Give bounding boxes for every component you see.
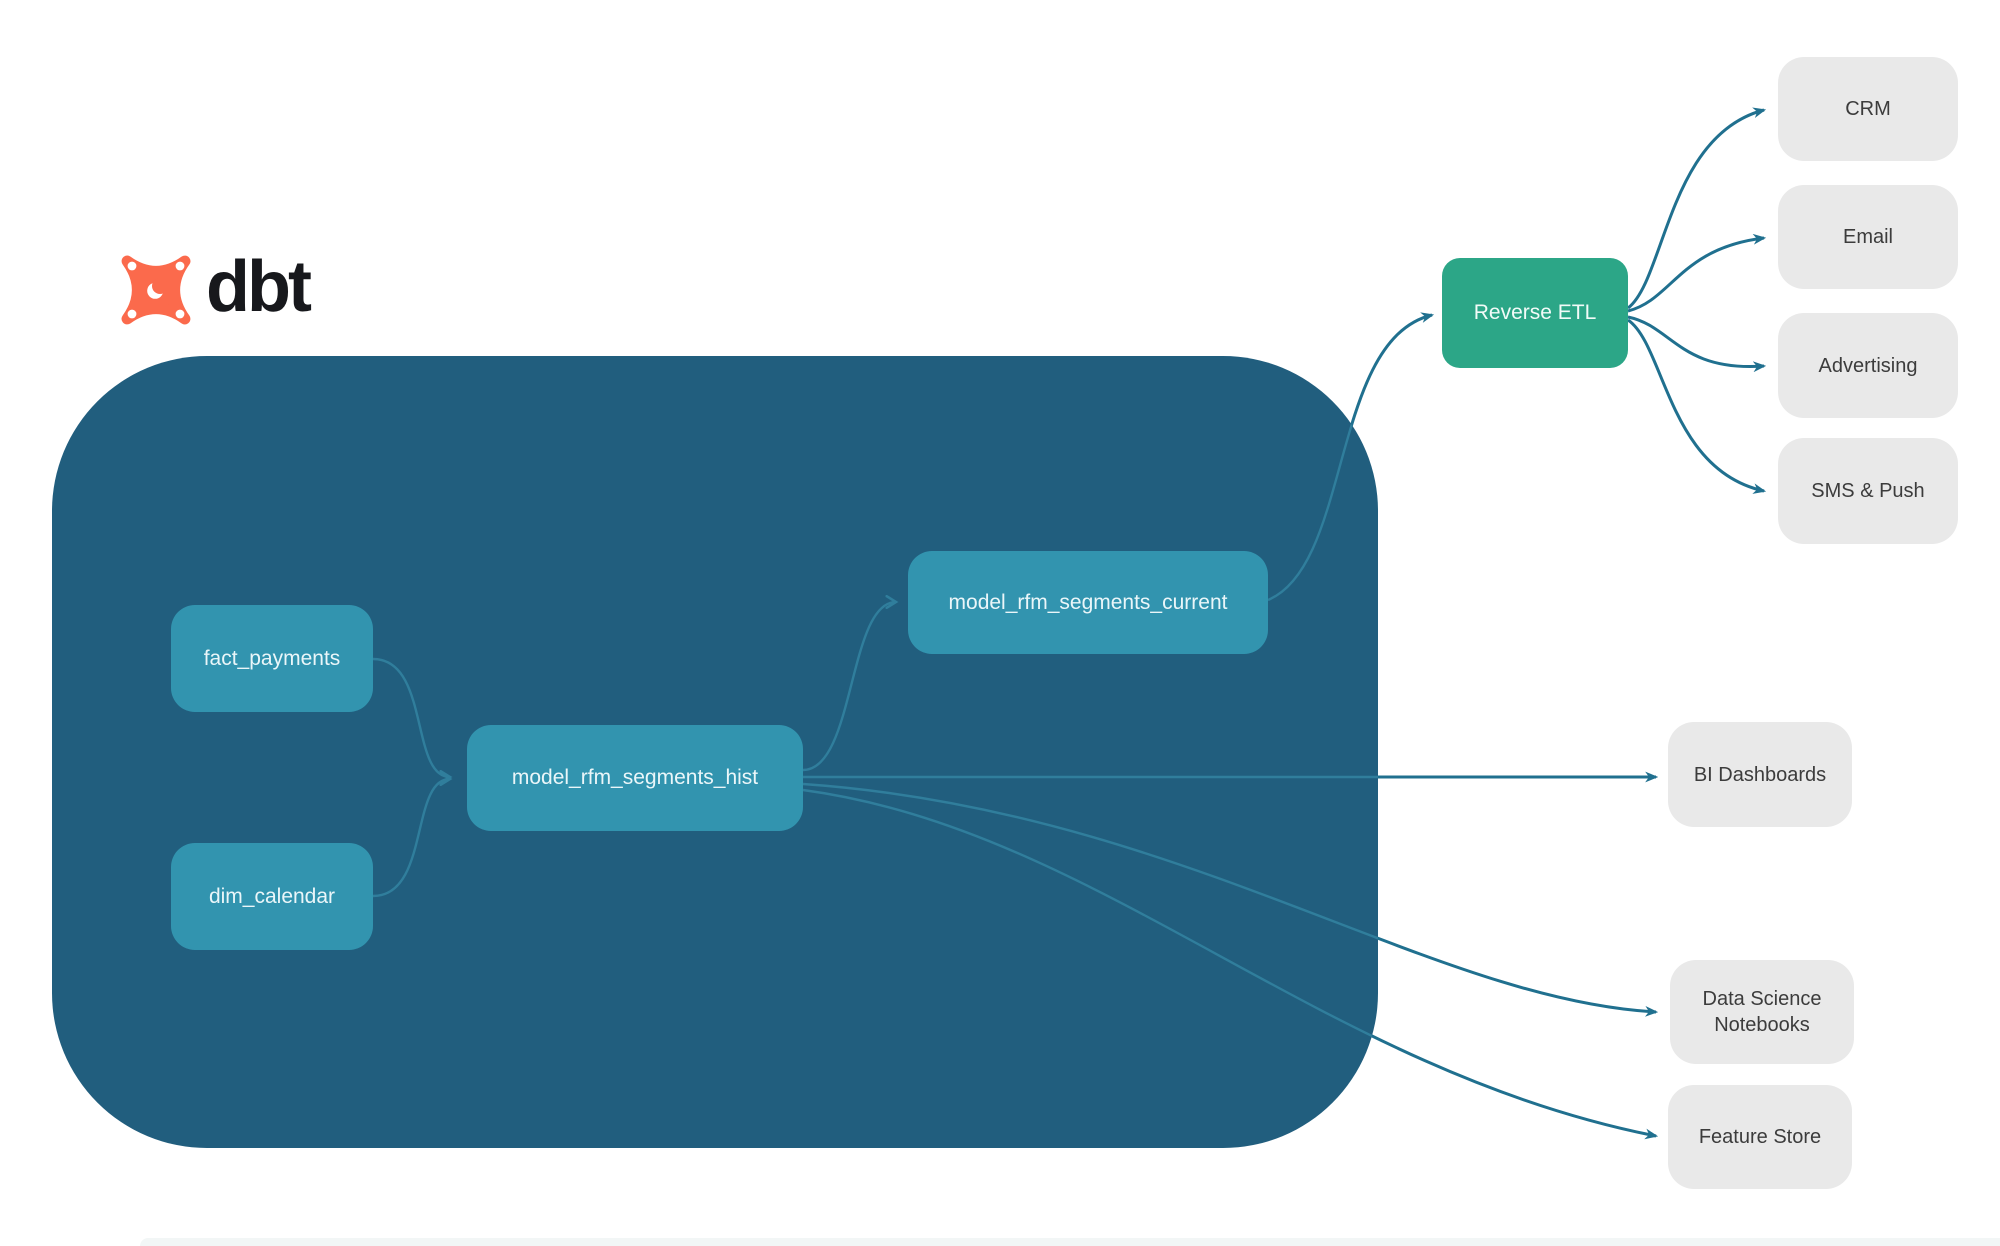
node-label: Data Science Notebooks — [1702, 988, 1822, 1036]
dbt-logo-text: dbt — [206, 247, 312, 327]
dbt-logo: dbt — [116, 247, 312, 332]
node-sms-push: SMS & Push — [1778, 438, 1958, 544]
node-label: BI Dashboards — [1693, 763, 1827, 786]
node-label: Email — [1842, 226, 1893, 248]
node-advertising: Advertising — [1778, 313, 1958, 418]
node-label: SMS & Push — [1811, 480, 1925, 502]
edge-reverse-etl-to-sms-push — [1627, 318, 1767, 494]
edge-hist-to-current — [802, 602, 896, 772]
node-label: Advertising — [1818, 354, 1918, 377]
node-bi-dashboards: BI Dashboards — [1668, 722, 1852, 827]
edge-reverse-etl-to-crm — [1627, 107, 1767, 310]
bottom-edge-band — [140, 1238, 2000, 1246]
edge-reverse-etl-to-email — [1627, 233, 1767, 313]
dbt-logo-icon — [121, 255, 191, 325]
node-feature-store: Feature Store — [1668, 1085, 1852, 1189]
node-model-rfm-segments-current: model_rfm_segments_current — [908, 551, 1268, 654]
node-model-rfm-segments-hist: model_rfm_segments_hist — [467, 725, 803, 831]
node-fact-payments: fact_payments — [171, 605, 373, 712]
node-data-science-notebooks: Data Science Notebooks — [1670, 960, 1854, 1064]
node-email: Email — [1778, 185, 1958, 289]
node-label: Feature Store — [1698, 1126, 1822, 1148]
edge-dim-calendar-to-hist — [372, 779, 450, 898]
node-dim-calendar: dim_calendar — [171, 843, 373, 950]
node-label: fact_payments — [203, 646, 341, 670]
node-crm: CRM — [1778, 57, 1958, 161]
edge-reverse-etl-to-advertising — [1627, 315, 1767, 373]
edge-fact-payments-to-hist — [372, 657, 450, 777]
node-label: dim_calendar — [208, 884, 336, 908]
node-label: model_rfm_segments_current — [948, 590, 1228, 614]
node-label: Reverse ETL — [1473, 301, 1597, 325]
node-reverse-etl: Reverse ETL — [1442, 258, 1628, 368]
node-label: CRM — [1845, 98, 1891, 120]
node-label: model_rfm_segments_hist — [511, 766, 759, 790]
